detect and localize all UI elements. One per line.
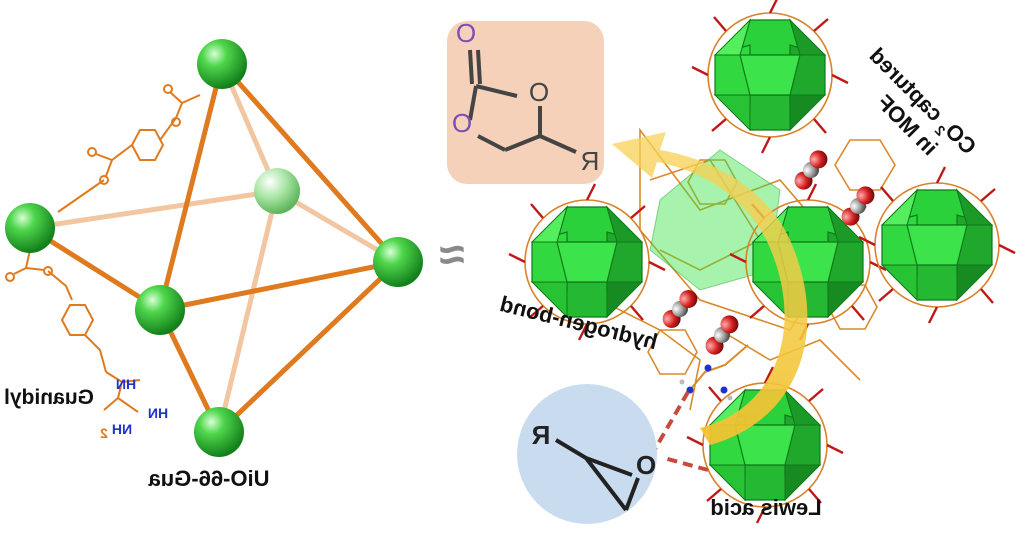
carbonate-o-ring: O [529, 77, 549, 107]
edge-back [216, 190, 280, 433]
cyclic-carbonate-box [447, 21, 604, 184]
zr-node [5, 203, 55, 253]
edge-back [29, 188, 278, 231]
co2-molecule [794, 150, 828, 190]
octahedron-framework: HN HN NH 2 [5, 39, 423, 457]
edge [28, 225, 162, 313]
nh2-subscript: 2 [100, 425, 108, 441]
nh2-atom: NH [112, 421, 132, 437]
co2-molecule [662, 290, 698, 328]
co2-molecule [705, 315, 739, 355]
hn-atom: HN [116, 376, 136, 392]
co2-molecule [841, 186, 875, 226]
zr-node [197, 39, 247, 89]
edge [159, 259, 399, 313]
carbonate-r-group: R [581, 146, 600, 176]
zr-node [194, 407, 244, 457]
reaction-arrow [612, 132, 808, 445]
guanidyl-label: Guanidyl [4, 386, 94, 409]
epoxide-substrate [517, 384, 657, 524]
lewis-acid-label: Lewis acid [710, 495, 821, 520]
edge [157, 63, 225, 311]
zr-node [373, 237, 423, 287]
zr6-cluster [690, 0, 850, 155]
edge [217, 260, 400, 434]
epoxide-r-group: R [531, 420, 550, 450]
carbonate-o-left: O [452, 108, 472, 138]
epoxide-oxygen: O [636, 450, 656, 480]
hydrogen-bond-line [649, 390, 690, 458]
co2-captured-label: CO2 captured in MOF [865, 43, 982, 161]
lewis-acid-line [663, 456, 709, 472]
epoxide-background [517, 384, 657, 524]
guanidyl-group: HN HN NH 2 [100, 376, 168, 441]
bdc-linker-side [5, 249, 141, 413]
zr-node [135, 285, 185, 335]
edge [220, 62, 400, 264]
zr6-cluster [857, 165, 1017, 325]
carbonate-background [447, 21, 604, 184]
approx-symbol: ≈ [439, 228, 464, 280]
bdc-linker-top [57, 84, 201, 213]
carbonate-o-top: O [456, 18, 476, 48]
guanidyl-site [679, 344, 749, 401]
uio-66-gua-label: UiO-66-Gua [148, 466, 270, 491]
zr-node-back [254, 168, 300, 214]
hn-atom: HN [148, 405, 168, 421]
